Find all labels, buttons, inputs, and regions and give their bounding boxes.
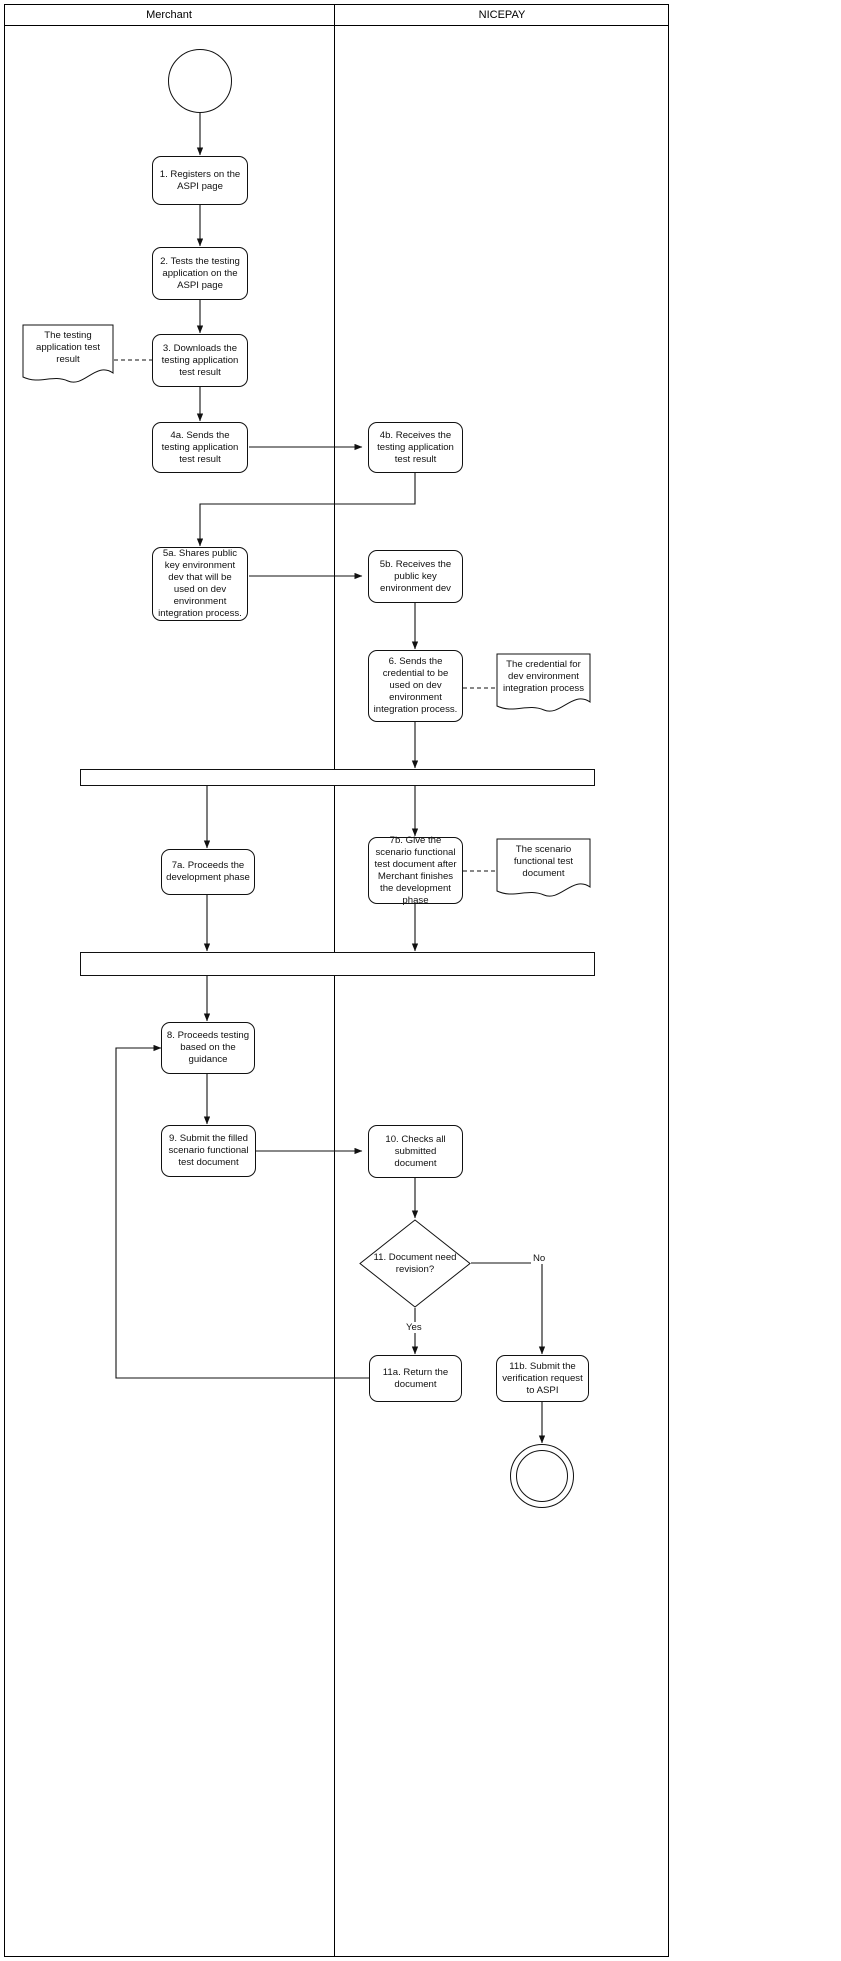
node-8-proceeds-testing[interactable]: 8. Proceeds testing based on the guidanc… — [161, 1022, 255, 1074]
edge-label-no: No — [531, 1253, 548, 1264]
node-7a-development-phase[interactable]: 7a. Proceeds the development phase — [161, 849, 255, 895]
sync-bar-join — [80, 952, 595, 976]
lane-divider — [334, 26, 335, 1957]
decision-11-document-need-revision[interactable]: 11. Document need revision? — [359, 1219, 471, 1308]
lane-header-merchant: Merchant — [4, 4, 335, 26]
start-event-circle — [168, 49, 232, 113]
node-11b-submit-verification[interactable]: 11b. Submit the verification request to … — [496, 1355, 589, 1402]
node-3-downloads-result[interactable]: 3. Downloads the testing application tes… — [152, 334, 248, 387]
lane-header-nicepay: NICEPAY — [335, 4, 669, 26]
node-5a-shares-public-key[interactable]: 5a. Shares public key environment dev th… — [152, 547, 248, 621]
sync-bar-fork — [80, 769, 595, 786]
node-2-tests-application[interactable]: 2. Tests the testing application on the … — [152, 247, 248, 300]
end-event-inner-circle — [516, 1450, 568, 1502]
document-1-label: The testing application test result — [36, 330, 100, 365]
decision-11-label: 11. Document need revision? — [373, 1251, 457, 1275]
node-6-sends-credential[interactable]: 6. Sends the credential to be used on de… — [368, 650, 463, 722]
document-scenario-functional-test: The scenario functional test document — [496, 838, 591, 900]
swimlane-frame — [4, 4, 669, 1957]
node-9-submit-filled-document[interactable]: 9. Submit the filled scenario functional… — [161, 1125, 256, 1177]
node-4a-sends-test-result[interactable]: 4a. Sends the testing application test r… — [152, 422, 248, 473]
node-5b-receives-public-key[interactable]: 5b. Receives the public key environment … — [368, 550, 463, 603]
node-10-checks-documents[interactable]: 10. Checks all submitted document — [368, 1125, 463, 1178]
document-2-label: The credential for dev environment integ… — [502, 659, 585, 694]
node-7b-give-scenario-document[interactable]: 7b. Give the scenario functional test do… — [368, 835, 463, 906]
node-11a-return-document[interactable]: 11a. Return the document — [369, 1355, 462, 1402]
document-testing-application-test-result: The testing application test result — [22, 324, 114, 386]
document-credential-dev-environment: The credential for dev environment integ… — [496, 653, 591, 715]
document-3-label: The scenario functional test document — [513, 844, 574, 879]
edge-label-yes: Yes — [404, 1322, 424, 1333]
node-1-registers-aspi[interactable]: 1. Registers on the ASPI page — [152, 156, 248, 205]
node-4b-receives-test-result[interactable]: 4b. Receives the testing application tes… — [368, 422, 463, 473]
